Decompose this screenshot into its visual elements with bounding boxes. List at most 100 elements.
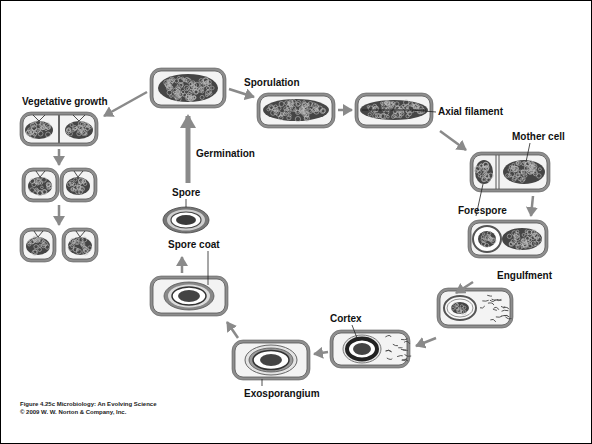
dna-fragment [397,356,403,357]
dna-nucleoid [478,231,496,248]
spore-layer [249,348,293,372]
dna-nucleoid [451,302,469,315]
septum [496,155,497,189]
dna-loop [509,242,512,245]
dna-loop [284,101,288,105]
dna-nucleoid [65,121,93,139]
bacterial-cell [150,276,228,316]
stage-label: Cortex [330,313,362,324]
cell-wall [330,330,410,368]
dna-fragment [403,349,408,351]
leader-line [39,115,45,121]
dna-loop [307,108,311,112]
dna-loop [70,180,74,184]
cell-membrane [153,71,223,105]
dna-loop [70,123,73,126]
dna-fragment [393,344,398,346]
dna-loop [193,90,198,95]
nucleoid-body [26,237,50,255]
cortex-spore [343,335,381,363]
stage-label: Engulfment [497,270,552,281]
dna-loop [174,91,177,94]
stage-label: Germination [196,148,255,159]
maturing-spore [245,345,297,375]
dna-loop [291,106,296,111]
dna-loop [368,113,371,116]
bacterial-cell [470,152,550,192]
leader-line [78,171,83,177]
dna-loop [274,105,277,108]
dna-loop [89,126,92,129]
dna-fragment [493,309,497,310]
dna-fragment [496,299,502,300]
dna-nucleoid [474,160,493,184]
stage-label: Exosporangium [244,388,320,399]
dna-loop [76,249,81,254]
dna-loop [31,134,36,139]
dna-loop [67,128,71,132]
spore-layer [447,299,473,317]
dna-loop [173,88,178,93]
dna-loop [314,109,319,114]
dna-loop [308,102,313,107]
dna-loop [38,248,42,252]
forespore-compartment [473,226,501,252]
dna-fragment [494,307,499,309]
dna-loop [267,108,270,111]
spore-layer [245,345,297,375]
process-arrow [227,322,238,338]
process-arrow [58,205,61,225]
dna-loop [79,238,83,242]
dna-fragment [398,347,402,348]
dna-loop [30,188,35,193]
leader-line [412,110,436,112]
process-arrow [416,338,436,346]
dna-nucleoid [25,120,53,139]
spore-layer [171,212,201,228]
cell-wall [60,168,97,202]
dna-loop [531,165,534,168]
caption-text: © 2009 W. W. Norton & Company, Inc. [20,409,126,416]
dna-nucleoid [28,177,52,196]
dna-loop [176,87,181,92]
dna-loop [201,80,205,84]
dna-loop [72,240,75,243]
dna-loop [32,125,37,130]
dna-loop [480,175,482,177]
dna-loop [34,245,38,249]
bacterial-cell [62,228,98,262]
cell-wall [257,93,335,128]
cell-membrane [333,333,407,365]
engulfed-forespore [444,296,476,320]
dna-loop [528,244,532,248]
dna-loop [479,164,483,168]
process-arrow [440,131,466,150]
dna-loop [76,238,78,240]
stage-label: Sporulation [244,77,300,88]
dna-loop [482,178,486,182]
bacterial-cell [60,168,97,202]
dna-loop [517,242,520,245]
dna-loop [296,101,301,106]
dna-loop [76,241,79,244]
dna-loop [279,115,284,120]
dna-loop [527,230,532,235]
spore-layer [178,290,200,302]
dna-loop [71,188,74,191]
dna-loop [41,186,44,189]
dna-loop [200,87,204,91]
dna-fragment [387,358,392,359]
dna-nucleoid [263,99,329,122]
leader-line [73,115,79,121]
dna-loop [168,79,173,84]
leader-line [208,251,209,285]
nucleoid-body [65,121,93,139]
dna-loop [485,234,490,239]
nucleoid-body [502,228,542,250]
dna-loop [32,250,37,255]
dna-loop [194,82,199,87]
cell-wall [468,220,548,258]
nucleoid-body [475,160,493,184]
dna-loop [531,241,536,246]
